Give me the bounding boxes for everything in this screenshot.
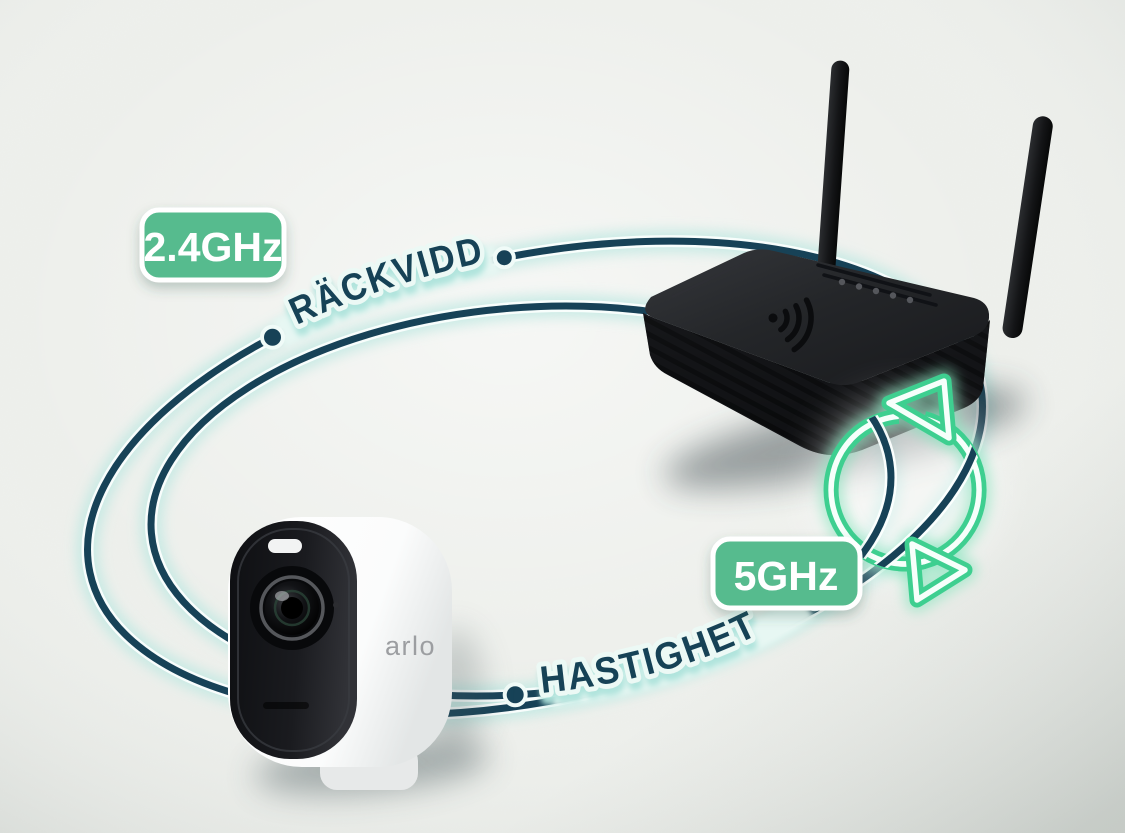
arlo-camera: arlo <box>228 517 490 794</box>
router-edge-groove <box>671 257 753 299</box>
range-dot-right <box>492 246 516 270</box>
wifi-icon <box>768 297 814 353</box>
range-text-gap <box>272 244 500 348</box>
speed-text-gap <box>549 593 816 707</box>
camera-brand-logo: arlo <box>385 631 436 661</box>
router-groove-1 <box>816 263 932 297</box>
band-badge-5ghz-box <box>710 536 863 611</box>
camera-lens-pupil <box>281 597 303 619</box>
router-led-1 <box>838 278 846 286</box>
router-led-3 <box>872 287 880 295</box>
sync-arrows-icon <box>813 368 997 613</box>
band-badge-5ghz-text: 5GHz <box>734 553 839 599</box>
speed-dot-left <box>502 682 528 708</box>
camera-lens-ring <box>259 575 325 641</box>
band-badge-24ghz: 2.4GHz <box>139 207 287 283</box>
router-top <box>645 249 989 386</box>
router-antenna-right <box>1002 116 1053 339</box>
band-badge-5ghz: 5GHz <box>710 536 863 611</box>
camera-lens-iris <box>273 589 311 627</box>
band-badge-24ghz-box <box>139 207 287 283</box>
router-led-5 <box>906 296 914 304</box>
router-led-panel <box>816 263 938 307</box>
camera-speaker-slot <box>263 702 309 709</box>
camera-mic-dot <box>333 602 339 608</box>
camera-spotlight <box>268 539 302 553</box>
camera-face-bezel <box>237 528 350 752</box>
range-dot-left <box>260 324 285 350</box>
camera-lens-highlight <box>275 591 289 601</box>
sync-arrowheads <box>881 373 973 608</box>
band-badge-24ghz-text: 2.4GHz <box>144 224 283 270</box>
router-led-4 <box>889 292 897 299</box>
router-led-2 <box>855 283 863 290</box>
router-antenna-left <box>815 60 850 309</box>
